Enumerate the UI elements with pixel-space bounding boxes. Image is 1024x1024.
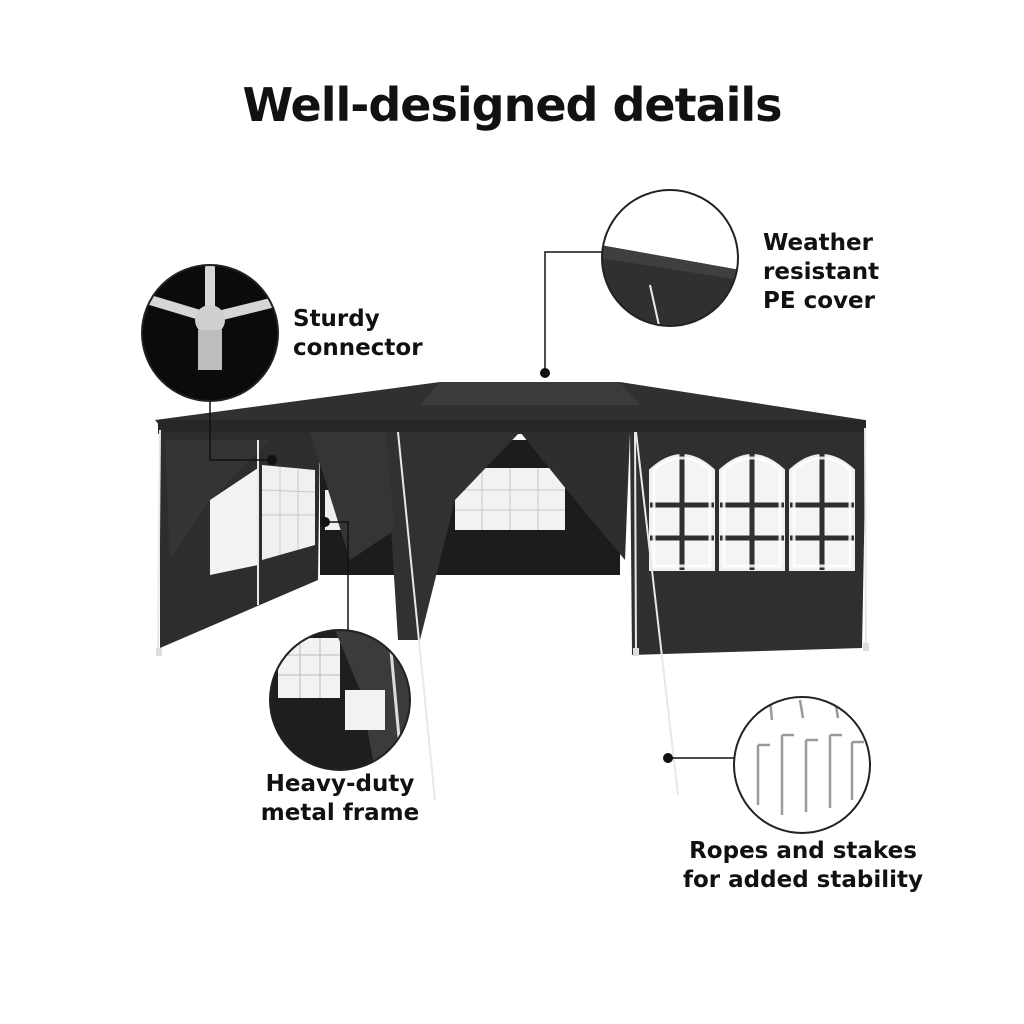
- ropes-label-line1: Ropes and stakes: [689, 838, 917, 864]
- cover-label: Weather resistant PE cover: [763, 229, 879, 316]
- frame-label-line1: Heavy-duty: [265, 771, 415, 797]
- frame-label: Heavy-duty metal frame: [250, 770, 430, 828]
- ropes-label-line2: for added stability: [683, 867, 923, 893]
- stakes-detail-icon: [733, 696, 871, 834]
- tent-body: [155, 382, 869, 801]
- frame-marker: [320, 517, 330, 527]
- stakes-marker: [663, 753, 673, 763]
- connector-label-line2: connector: [293, 335, 423, 361]
- connector-detail-icon: [141, 264, 279, 402]
- cover-label-line2: resistant: [763, 259, 880, 285]
- page-title: Well-designed details: [242, 78, 782, 132]
- cover-marker: [540, 368, 550, 378]
- ropes-label: Ropes and stakes for added stability: [668, 837, 938, 895]
- cover-detail-icon: [601, 189, 739, 327]
- frame-detail-icon: [269, 629, 411, 771]
- connector-label-line1: Sturdy: [293, 306, 380, 332]
- connector-marker: [267, 455, 277, 465]
- connector-label: Sturdy connector: [293, 305, 423, 363]
- cover-label-line3: PE cover: [763, 288, 875, 314]
- frame-label-line2: metal frame: [260, 800, 420, 826]
- cover-label-line1: Weather: [763, 230, 873, 256]
